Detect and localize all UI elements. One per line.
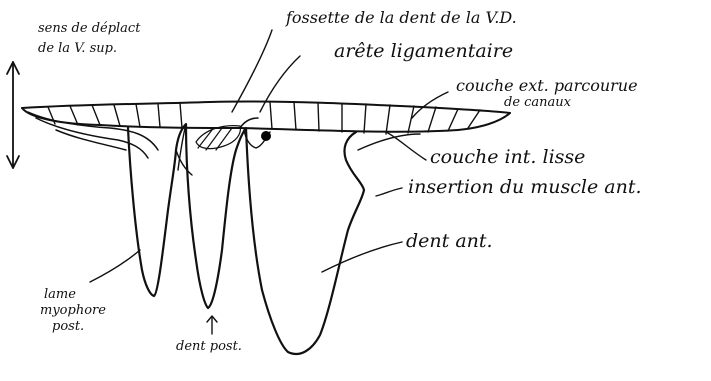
label-couche-ext-line1: couche ext. parcourue bbox=[456, 78, 638, 94]
label-sens-line2: de la V. sup. bbox=[38, 42, 117, 55]
label-dent-post: dent post. bbox=[176, 340, 242, 353]
label-couche-ext-line2: de canaux bbox=[504, 96, 571, 109]
label-arete: arête ligamentaire bbox=[334, 42, 513, 61]
leader-dent-ant bbox=[322, 242, 402, 272]
label-fossette: fossette de la dent de la V.D. bbox=[286, 10, 517, 26]
label-dent-ant: dent ant. bbox=[406, 232, 493, 251]
label-lame-line3: post. bbox=[52, 320, 84, 333]
leader-couche-int bbox=[386, 132, 426, 160]
label-lame-line1: lame bbox=[44, 288, 76, 301]
inner-ridges bbox=[176, 124, 270, 175]
leader-lame bbox=[90, 250, 140, 282]
leader-insertion bbox=[376, 188, 402, 196]
shell-body-outline bbox=[128, 124, 364, 354]
leader-couche-ext bbox=[412, 92, 448, 118]
displacement-arrow bbox=[7, 62, 19, 168]
label-sens-line1: sens de déplact bbox=[38, 22, 140, 35]
inner-layer-right bbox=[358, 134, 420, 150]
fossette-pit bbox=[196, 126, 240, 150]
leader-lines bbox=[90, 30, 448, 334]
label-insertion: insertion du muscle ant. bbox=[408, 178, 642, 197]
label-couche-int: couche int. lisse bbox=[430, 148, 585, 167]
label-lame-line2: myophore bbox=[40, 304, 106, 317]
